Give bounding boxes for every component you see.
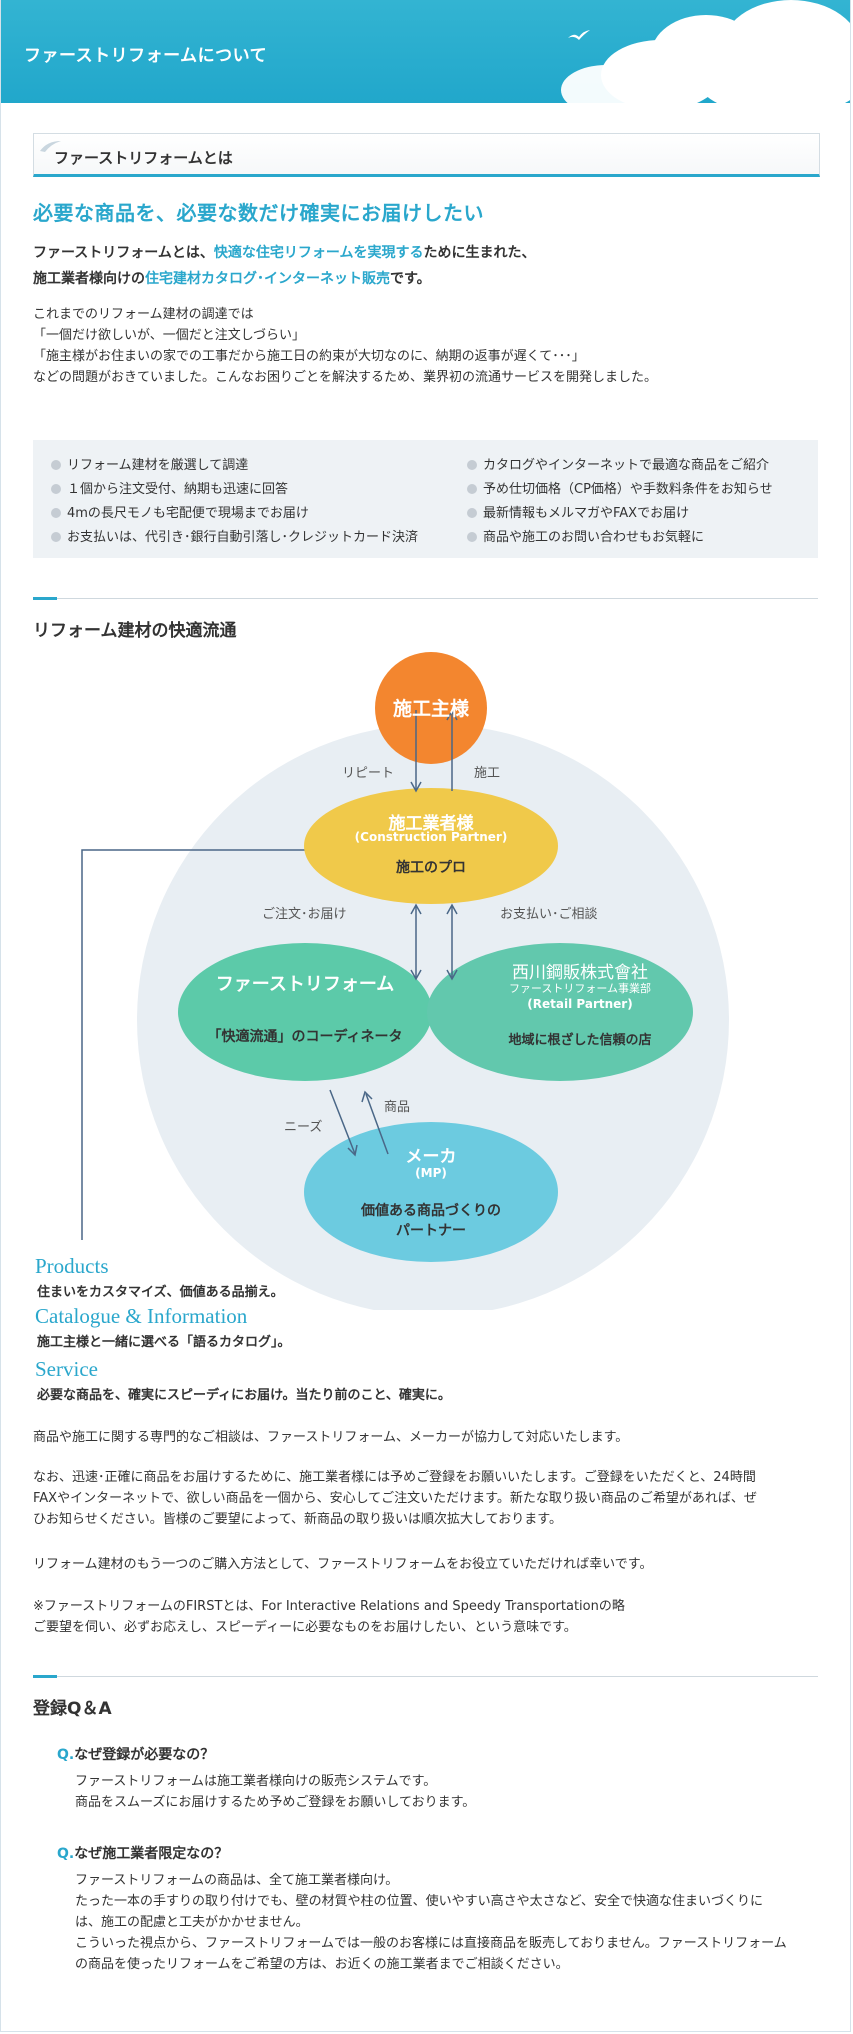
- products-title: Products: [35, 1254, 109, 1278]
- divider: [33, 597, 818, 600]
- owner-label: 施工主様: [392, 698, 469, 720]
- construct-label: 施工: [474, 766, 501, 781]
- bullet-icon: [467, 532, 477, 542]
- section-heading-about: ファーストリフォームとは: [33, 133, 820, 177]
- section-title: ファーストリフォームとは: [54, 149, 233, 167]
- divider: [33, 1675, 818, 1678]
- retail-role: 地域に根ざした信頼の店: [508, 1033, 652, 1048]
- catalogue-title: Catalogue & Information: [35, 1304, 248, 1328]
- owner-circle: [375, 652, 487, 764]
- feature-item: カタログやインターネットで最適な商品をご紹介: [467, 454, 769, 473]
- features-box: リフォーム建材を厳選して調達 １個から注文受付、納期も迅速に回答 4mの長尺モノ…: [33, 440, 818, 558]
- maker-role-1: 価値ある商品づくりの: [361, 1203, 501, 1219]
- catalogue-desc: 施工主様と一緒に選べる「語るカタログ」。: [37, 1335, 291, 1350]
- paragraph-consult: 商品や施工に関する専門的なご相談は、ファーストリフォーム、メーカーが協力して対応…: [33, 1430, 629, 1445]
- intro-text: これまでのリフォーム建材の調達では 「一個だけ欲しいが、一個だと注文しづらい」 …: [33, 307, 658, 385]
- contractor-en: (Construction Partner): [354, 830, 508, 844]
- retail-en: (Retail Partner): [527, 997, 633, 1011]
- feature-item: お支払いは、代引き･銀行自動引落し･クレジットカード決済: [51, 526, 418, 545]
- contractor-ellipse: [304, 788, 558, 904]
- first-reform-name: ファーストリフォーム: [215, 974, 395, 995]
- order-label: ご注文･お届け: [262, 907, 347, 922]
- maker-en: (MP): [415, 1166, 447, 1180]
- retail-ellipse: [427, 943, 693, 1081]
- maker-role-2: パートナー: [396, 1223, 466, 1239]
- feature-item: １個から注文受付、納期も迅速に回答: [51, 478, 288, 497]
- bullet-icon: [467, 484, 477, 494]
- first-reform-role: 「快適流通」のコーディネータ: [207, 1029, 403, 1045]
- page-title: ファーストリフォームについて: [24, 46, 268, 66]
- paragraph-purchase: リフォーム建材のもう一つのご購入方法として、ファーストリフォームをお役立ていただ…: [33, 1557, 653, 1572]
- needs-label: ニーズ: [284, 1120, 323, 1135]
- retail-dept: ファーストリフォーム事業部: [508, 982, 652, 995]
- feature-item: 4mの長尺モノも宅配便で現場までお届け: [51, 502, 309, 521]
- bird-icon: [568, 30, 590, 40]
- swoosh-icon: [40, 141, 61, 152]
- feature-item: リフォーム建材を厳選して調達: [51, 454, 248, 473]
- paragraph-registration: なお、迅速･正確に商品をお届けするために、施工業者様には予めご登録をお願いいたし…: [33, 1470, 757, 1527]
- bullet-icon: [51, 532, 61, 542]
- retail-name: 西川鋼販株式會社: [512, 963, 648, 983]
- contractor-name: 施工業者様: [388, 814, 474, 834]
- first-reform-ellipse: [178, 943, 432, 1081]
- feature-item: 最新情報もメルマガやFAXでお届け: [467, 502, 689, 521]
- products-desc: 住まいをカスタマイズ、価値ある品揃え。: [37, 1285, 284, 1300]
- paragraph-first-meaning: ※ファーストリフォームのFIRSTとは、For Interactive Rela…: [33, 1599, 625, 1635]
- maker-ellipse: [304, 1122, 558, 1262]
- bullet-icon: [51, 508, 61, 518]
- bullet-icon: [467, 508, 477, 518]
- maker-name: メーカ: [405, 1147, 457, 1167]
- bullet-icon: [51, 484, 61, 494]
- bullet-icon: [467, 460, 477, 470]
- qa-answer: ファーストリフォームは施工業者様向けの販売システムです。 商品をスムーズにお届け…: [75, 1774, 476, 1810]
- connector-line: [81, 849, 330, 1240]
- service-desc: 必要な商品を、確実にスピーディにお届け。当たり前のこと、確実に。: [37, 1388, 451, 1403]
- goods-label: 商品: [384, 1100, 411, 1115]
- section-title-qa: 登録Q＆A: [33, 1699, 112, 1719]
- qa-answer: ファーストリフォームの商品は、全て施工業者様向け。 たった一本の手すりの取り付け…: [75, 1873, 787, 1972]
- bullet-icon: [51, 460, 61, 470]
- qa-question: Q.なぜ登録が必要なの？: [57, 1747, 215, 1763]
- payment-label: お支払い･ご相談: [500, 907, 598, 922]
- repeat-label: リピート: [342, 766, 395, 781]
- service-title: Service: [35, 1357, 98, 1381]
- contractor-role: 施工のプロ: [396, 860, 466, 876]
- qa-question: Q.なぜ施工業者限定なの？: [57, 1846, 229, 1862]
- feature-item: 商品や施工のお問い合わせもお気軽に: [467, 526, 704, 545]
- flow-diagram: [81, 652, 729, 1310]
- headline: 必要な商品を、必要な数だけ確実にお届けしたい: [33, 201, 484, 225]
- lead-text: ファーストリフォームとは、快適な住宅リフォームを実現するために生まれた、 施工業…: [33, 245, 536, 287]
- header-banner: ファーストリフォームについて: [1, 0, 850, 103]
- section-title-flow: リフォーム建材の快適流通: [33, 621, 237, 641]
- feature-item: 予め仕切価格（CP価格）や手数料条件をお知らせ: [467, 478, 773, 497]
